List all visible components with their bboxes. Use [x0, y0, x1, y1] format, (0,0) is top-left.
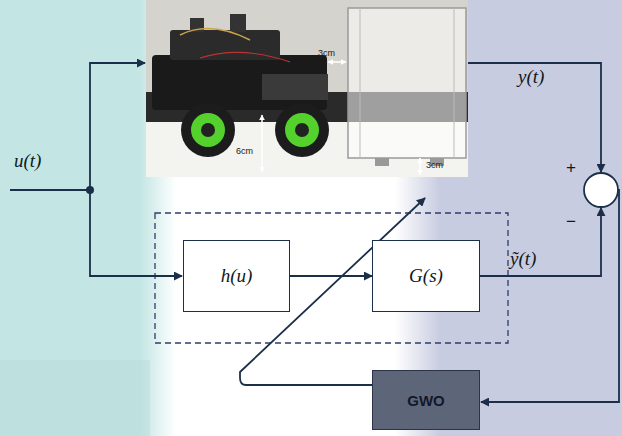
robot-photo — [146, 0, 468, 177]
summing-junction — [584, 173, 618, 207]
sign-label: − — [566, 212, 576, 232]
dimension-label: 3cm — [318, 48, 335, 58]
node-label: GWO — [407, 392, 445, 409]
signal-arrow — [290, 275, 372, 277]
dimension-label: 6cm — [236, 146, 253, 156]
sign-label: + — [566, 158, 576, 178]
branch-dot — [86, 186, 94, 194]
signal-name: u(t) — [14, 150, 41, 172]
node-label: G(s) — [409, 265, 443, 287]
signal-name: y(t) — [518, 66, 544, 88]
optimizer-box: GWO — [372, 370, 480, 430]
background-panel — [0, 360, 150, 436]
model-enclosure — [155, 213, 508, 343]
process-box: h(u) — [183, 240, 290, 312]
process-box: G(s) — [372, 240, 480, 312]
signal-name: ỹ(t) — [510, 248, 536, 270]
background-panel — [0, 0, 160, 436]
signal-wires — [10, 63, 619, 402]
node-label: h(u) — [221, 265, 253, 287]
dimension-label: 3cm — [426, 160, 443, 170]
